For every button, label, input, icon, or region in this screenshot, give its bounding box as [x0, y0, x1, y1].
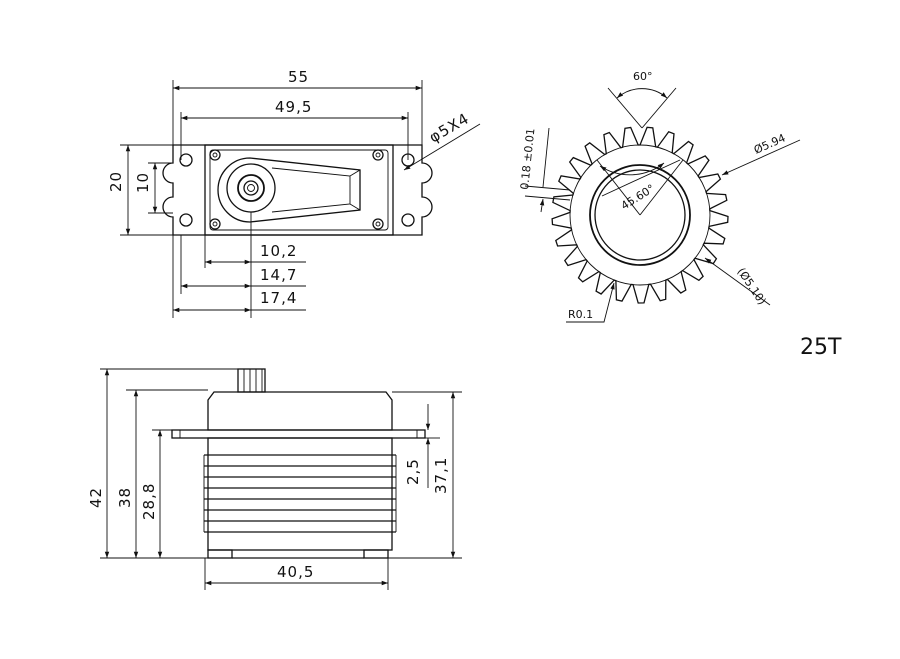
dim-55-label: 55: [288, 68, 309, 86]
root-dia-label: (Ø5.10): [735, 265, 769, 307]
case-outline: [204, 144, 394, 236]
output-shaft-spline: [237, 174, 265, 202]
dim-49-5-label: 49,5: [275, 98, 312, 116]
radius-label: R0.1: [568, 308, 593, 321]
dim-28-8-label: 28,8: [140, 483, 158, 520]
inner-angle-label: 45.60°: [619, 182, 657, 213]
mount-flange: [171, 429, 426, 439]
angle-60-arc: [616, 88, 668, 99]
dim-38-label: 38: [116, 487, 134, 508]
top-outline: [162, 144, 433, 236]
tolerance-label: 0.18 ±0.01: [518, 128, 537, 191]
top-view: 55 49,5 20 10 φ5X4 10,2 14,7 17,4: [107, 68, 481, 318]
outer-dia-leader: [721, 139, 801, 176]
foot-left: [207, 549, 233, 559]
tolerance-leader: [542, 127, 550, 188]
outer-dia-label: Ø5.94: [752, 131, 788, 156]
dim-42-label: 42: [87, 487, 105, 508]
gear-view: 60° Ø5.94 0.18 ±0.01 45.60° (Ø5.10) R0.1…: [518, 70, 842, 360]
root-dia-leader: [704, 257, 771, 306]
servo-horn: [217, 157, 361, 223]
output-shaft-outer: [226, 163, 276, 213]
dim-14-7-label: 14,7: [260, 266, 297, 284]
cooling-fins: [203, 454, 397, 533]
dim-20-label: 20: [107, 171, 125, 192]
side-view: 42 38 28,8 2,5 37,1 40,5: [87, 368, 462, 590]
dim-2-5-label: 2,5: [404, 458, 422, 485]
dim-10-2-label: 10,2: [260, 242, 297, 260]
dim-17-4-label: 17,4: [260, 289, 297, 307]
foot-right: [363, 549, 389, 559]
dim-37-1-label: 37,1: [432, 457, 450, 494]
radius-leader: [566, 282, 615, 323]
dim-40-5-label: 40,5: [277, 563, 314, 581]
inner-angle-line: [601, 159, 681, 197]
top-cap: [207, 391, 393, 431]
hole-leader: [403, 123, 481, 171]
corner-screws: [209, 149, 384, 230]
case-inner: [209, 149, 389, 231]
hole-spec-label: φ5X4: [426, 109, 472, 146]
dim-10-label: 10: [134, 172, 152, 193]
side-shaft: [237, 368, 266, 393]
gear-root-circle: [569, 144, 711, 286]
gear-teeth-outline: [551, 126, 729, 304]
teeth-count-label: 25T: [800, 335, 842, 360]
side-body: [207, 437, 393, 551]
angle-60-label: 60°: [633, 70, 653, 83]
mount-holes: [179, 153, 415, 227]
